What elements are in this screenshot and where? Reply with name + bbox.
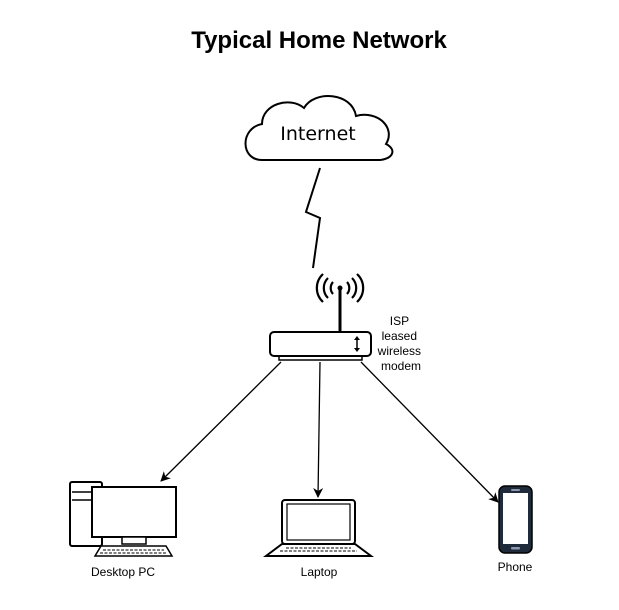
modem-label-line: modem: [381, 359, 421, 373]
lightning-bolt-icon: [304, 167, 322, 269]
modem-label-line: wireless: [377, 344, 421, 358]
cloud-icon: [244, 95, 394, 161]
device-label-phone: Phone: [498, 560, 533, 574]
modem-label-line: leased: [382, 329, 417, 343]
desktop-pc-icon: [69, 481, 177, 557]
link-arrow-desktop: [160, 361, 282, 482]
device-label-desktop: Desktop PC: [91, 565, 155, 579]
antenna-icon: [315, 273, 365, 332]
diagram-title: Typical Home Network: [191, 27, 447, 54]
link-arrow-phone: [360, 361, 499, 503]
modem-label: ISP leased wireless modem: [377, 314, 425, 373]
link-arrow-laptop: [313, 361, 324, 498]
device-label-laptop: Laptop: [301, 565, 338, 579]
modem-label-line: ISP: [390, 314, 409, 328]
laptop-icon: [263, 499, 374, 557]
wireless-modem-icon: [269, 331, 372, 361]
cloud-label: Internet: [280, 123, 355, 145]
phone-icon: [498, 485, 533, 554]
